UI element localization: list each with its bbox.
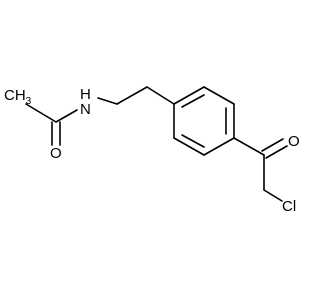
ring-bond-2 — [203, 86, 235, 105]
bond-ch2-ring — [146, 86, 175, 105]
amide-oxygen-label: O — [50, 145, 62, 162]
bond-ch2-chlorine — [263, 189, 283, 202]
ring-bond-1 — [173, 86, 205, 105]
structure-diagram: CH3 H N O O Cl — [4, 86, 300, 215]
ring-inner-double-1 — [181, 94, 205, 108]
nitrogen-label: N — [80, 101, 91, 118]
bond-ketone-co-2 — [265, 145, 288, 159]
methyl-subscript: 3 — [26, 96, 32, 107]
bond-carbonyl-nitrogen — [55, 109, 78, 123]
methyl-label: CH3 — [4, 87, 32, 107]
ring-inner-double-3 — [181, 134, 205, 148]
bond-ketone-co-1 — [261, 138, 284, 152]
ring-bond-5 — [173, 137, 205, 156]
bond-ring-ketone — [233, 137, 265, 156]
ketone-oxygen-label: O — [288, 133, 300, 150]
bond-nitrogen-ch2 — [97, 97, 118, 105]
nitrogen-hydrogen-label: H — [80, 86, 91, 103]
chlorine-label: Cl — [282, 198, 296, 215]
ring-bond-4 — [203, 137, 235, 156]
bond-ch2-ch2 — [116, 86, 148, 105]
bond-methyl-carbonyl — [25, 103, 57, 123]
